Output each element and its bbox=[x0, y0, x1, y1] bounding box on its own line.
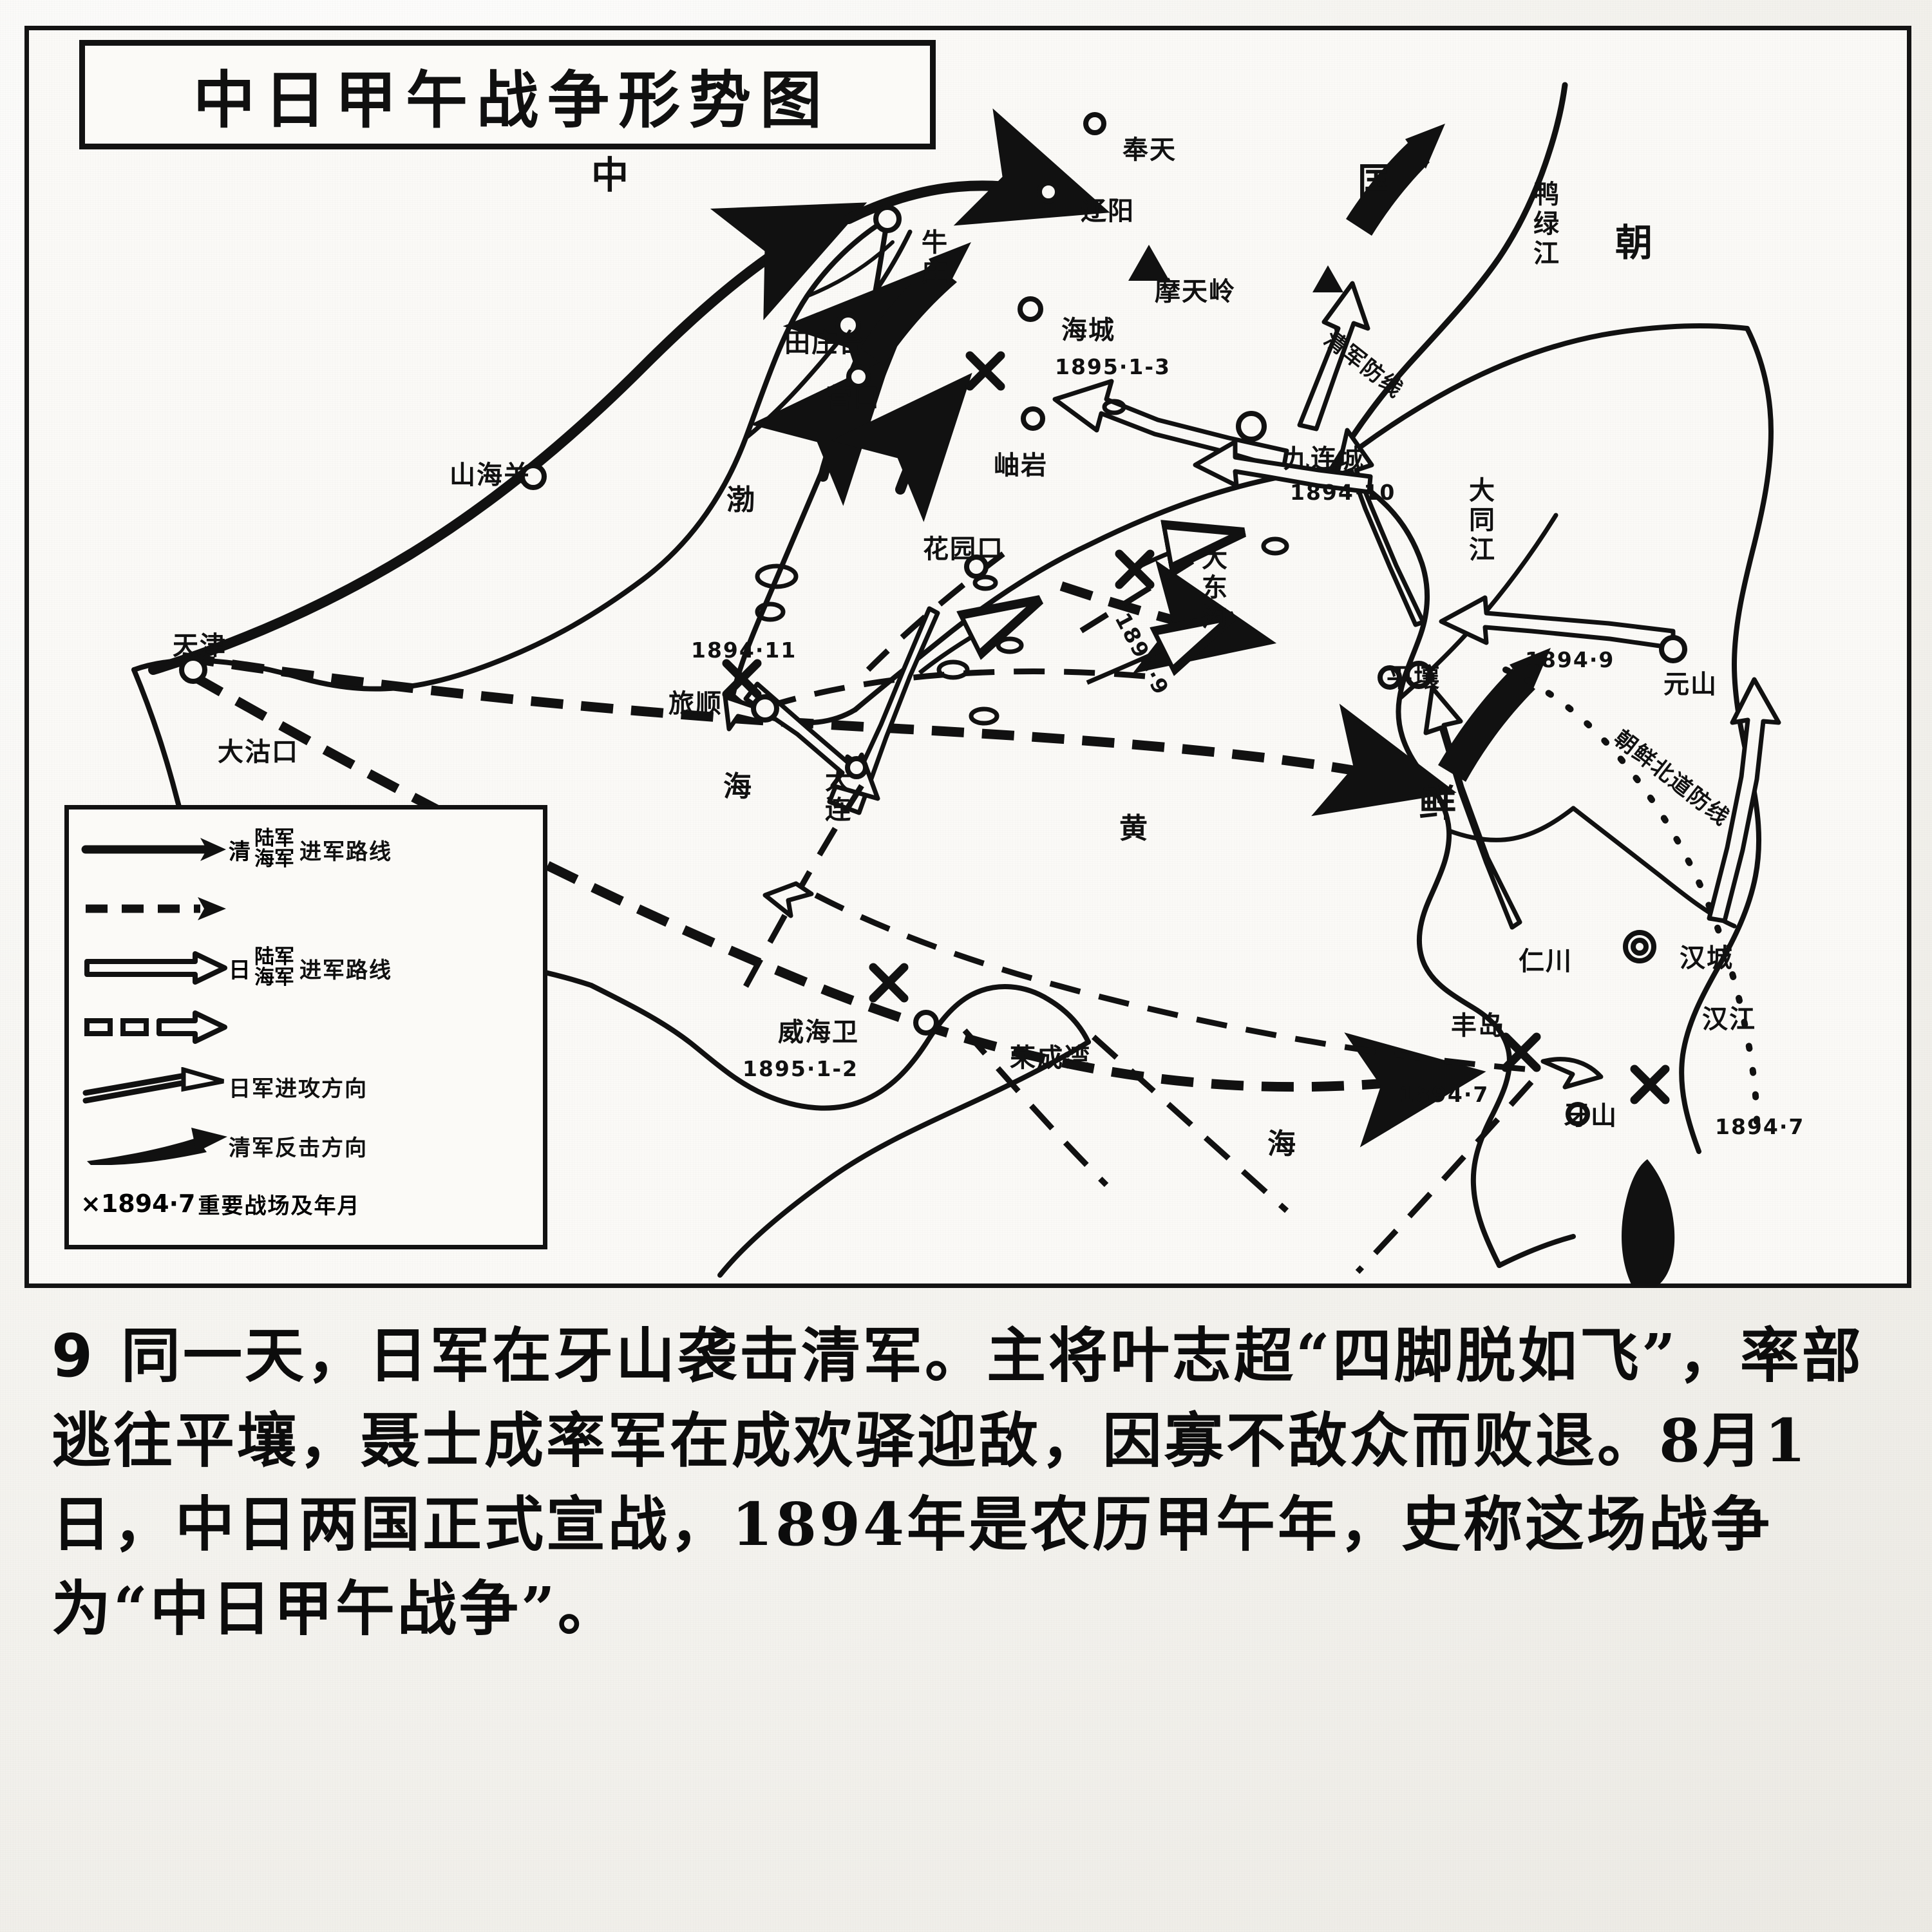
legend-japan-navy: 海军 bbox=[254, 966, 294, 989]
map-city-label: 九连城 bbox=[1283, 444, 1365, 474]
map-city-label: 牛庄 bbox=[917, 229, 947, 288]
thick-counter-arrow-icon bbox=[87, 1128, 227, 1165]
map-legend: 清 陆军 海军 进军路线 日 陆军 海军 bbox=[64, 805, 547, 1249]
map-battle-date-label: 1895·1-3 bbox=[1055, 354, 1171, 379]
legend-qing-prefix: 清 bbox=[229, 838, 251, 865]
legend-row-qing-sea bbox=[80, 879, 536, 938]
map-sea-label: 黄 bbox=[1119, 812, 1150, 845]
map-city-label: 丰岛 bbox=[1451, 1011, 1505, 1041]
solid-arrow-icon bbox=[81, 838, 226, 861]
map-country-label: 国 bbox=[1358, 160, 1398, 204]
map-city-label: 花园口 bbox=[923, 535, 1004, 564]
map-city-label: 辽阳 bbox=[1081, 196, 1135, 226]
legend-row-japan-attack: 日军进攻方向 bbox=[80, 1057, 536, 1116]
map-battle-date-label: 1894·7 bbox=[1715, 1114, 1805, 1139]
map-battle-date-label: 1894·7 bbox=[1399, 1082, 1490, 1107]
map-sea-label: 海 bbox=[1267, 1128, 1298, 1160]
hollow-arrow-icon bbox=[84, 951, 227, 985]
map-city-label: 鸭绿江 bbox=[1529, 180, 1558, 269]
map-city-label: 奉天 bbox=[1122, 135, 1177, 165]
paragraph-index: 9 bbox=[52, 1321, 96, 1390]
map-sea-label: 渤 bbox=[726, 484, 757, 516]
map-city-label: 仁川 bbox=[1519, 947, 1573, 976]
map-city-label: 平壤 bbox=[1387, 663, 1441, 693]
map-city-label: 汉江 bbox=[1702, 1005, 1756, 1034]
map-city-label: 营口 bbox=[826, 383, 880, 413]
map-city-label: 海城 bbox=[1061, 316, 1115, 345]
hollow-dashed-arrow-icon bbox=[84, 1010, 227, 1044]
legend-qing-navy: 海军 bbox=[254, 848, 294, 871]
map-city-label: 大东沟 bbox=[1197, 544, 1227, 633]
map-figure: 中日甲午战争形势图 中国朝鲜渤海黄海奉天辽阳牛庄田庄台营口海城摩天岭岫岩九连城山… bbox=[24, 26, 1911, 1288]
legend-battle-label: 重要战场及年月 bbox=[198, 1193, 361, 1219]
map-battle-date-label: 1894·9 bbox=[1525, 647, 1615, 672]
legend-japan-army: 陆军 bbox=[254, 945, 294, 969]
thin-attack-arrow-icon bbox=[82, 1067, 224, 1104]
legend-qing-army: 陆军 bbox=[254, 827, 294, 851]
map-city-label: 岫岩 bbox=[994, 451, 1048, 480]
map-city-label: 大连 bbox=[820, 766, 850, 826]
map-city-label: 威海卫 bbox=[778, 1018, 859, 1047]
map-battle-date-label: 1894·11 bbox=[691, 638, 797, 663]
map-country-label: 中 bbox=[591, 153, 632, 197]
legend-row-battle-note: ×1894·7 重要战场及年月 bbox=[80, 1178, 536, 1229]
map-sea-label: 海 bbox=[723, 770, 753, 803]
map-city-label: 田庄台 bbox=[784, 328, 866, 358]
map-city-label: 天津 bbox=[173, 631, 227, 661]
map-city-label: 旅顺 bbox=[668, 689, 723, 719]
map-city-label: 荣成湾 bbox=[1010, 1043, 1091, 1073]
map-city-label: 汉城 bbox=[1680, 943, 1734, 973]
map-city-label: 山海关 bbox=[450, 460, 531, 490]
map-battle-date-label: 1894·10 bbox=[1290, 480, 1396, 505]
map-drawing bbox=[131, 82, 1781, 1287]
map-city-label: 牙山 bbox=[1564, 1101, 1618, 1131]
map-city-label: 大沽口 bbox=[218, 737, 299, 767]
legend-row-qing-counter: 清军反击方向 bbox=[80, 1116, 536, 1175]
map-city-label: 摩天岭 bbox=[1155, 277, 1236, 307]
map-country-label: 朝 bbox=[1615, 221, 1656, 265]
map-country-label: 鲜 bbox=[1419, 781, 1459, 825]
paragraph-text: 同一天，日军在牙山袭击清军。主将叶志超“四脚脱如飞”，率部逃往平壤，聂士成率军在… bbox=[52, 1321, 1864, 1643]
map-battle-date-label: 1895·1-2 bbox=[743, 1056, 859, 1081]
map-title-text: 中日甲午战争形势图 bbox=[193, 64, 831, 137]
legend-battle-symbol: ×1894·7 bbox=[80, 1189, 196, 1218]
legend-row-qing-land: 清 陆军 海军 进军路线 bbox=[80, 820, 536, 879]
map-city-label: 元山 bbox=[1663, 670, 1718, 699]
legend-qing-counter-label: 清军反击方向 bbox=[229, 1135, 368, 1161]
dashed-arrow-icon bbox=[86, 897, 226, 920]
legend-japan-prefix: 日 bbox=[229, 957, 251, 983]
legend-japan-route-label: 进军路线 bbox=[299, 957, 392, 983]
map-title-cartouche: 中日甲午战争形势图 bbox=[79, 40, 936, 149]
map-city-label: 大同江 bbox=[1464, 477, 1494, 565]
legend-qing-route-label: 进军路线 bbox=[299, 838, 392, 865]
legend-row-japan-sea bbox=[80, 998, 536, 1057]
legend-row-japan-land: 日 陆军 海军 进军路线 bbox=[80, 938, 536, 998]
legend-japan-attack-label: 日军进攻方向 bbox=[229, 1075, 368, 1102]
